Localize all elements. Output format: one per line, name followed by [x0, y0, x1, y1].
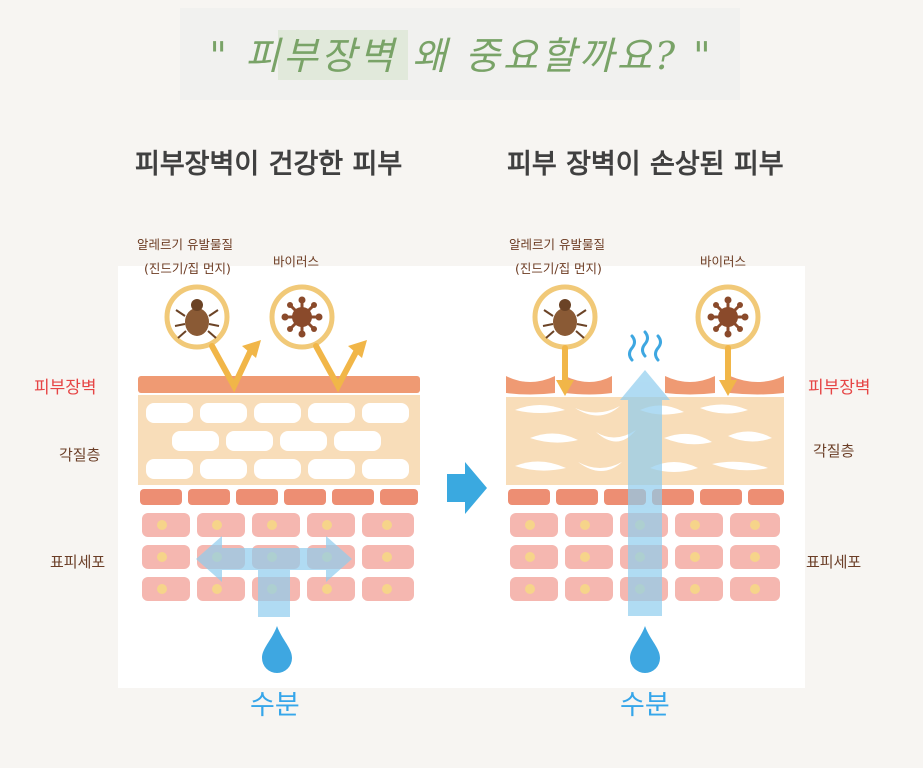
title-band [180, 8, 740, 100]
left-epidermis-top-row [140, 489, 418, 505]
right-epidermis-label: 표피세포 [806, 553, 862, 571]
steam-icon [628, 330, 662, 362]
left-skin-cross-section [138, 284, 420, 673]
left-panel-title: 피부장벽이 건강한 피부 [135, 149, 403, 180]
right-panel-title: 피부 장벽이 손상된 피부 [507, 149, 784, 180]
right-skin-cross-section [506, 284, 784, 673]
right-allergen-label: 알레르기 유발물질 [509, 237, 605, 252]
left-mite-icon [164, 284, 230, 350]
left-epidermis-label: 표피세포 [50, 553, 106, 571]
left-allergen-sub-label: (진드기/집 먼지) [144, 261, 231, 276]
left-stratum-cells [146, 403, 409, 479]
right-water-label: 수분 [620, 690, 670, 721]
right-barrier-fragments [506, 376, 784, 395]
right-mite-icon [532, 284, 598, 350]
right-water-loss-arrow [620, 370, 670, 616]
left-barrier-label: 피부장벽 [34, 378, 97, 398]
left-virus-icon [269, 284, 335, 350]
page-headline: " 피부장벽 왜 중요할까요? " [209, 34, 714, 78]
left-water-label: 수분 [250, 690, 300, 721]
left-allergen-label: 알레르기 유발물질 [137, 237, 233, 252]
arrow-right-icon [447, 462, 487, 514]
right-penetrate-arrows [562, 345, 731, 387]
left-deflect-arrows [209, 343, 359, 393]
left-stratum-label: 각질층 [59, 446, 101, 464]
left-barrier-layer [138, 376, 420, 393]
left-water-retention-arrow [196, 536, 352, 617]
left-water-drop-icon [262, 626, 292, 673]
right-stratum-label: 각질층 [813, 442, 855, 460]
right-allergen-sub-label: (진드기/집 먼지) [515, 261, 602, 276]
right-virus-icon [695, 284, 761, 350]
title-highlight [278, 30, 408, 80]
left-virus-label: 바이러스 [273, 254, 320, 269]
right-water-drop-icon [630, 626, 660, 673]
right-barrier-label: 피부장벽 [808, 378, 871, 398]
right-virus-label: 바이러스 [700, 254, 747, 269]
